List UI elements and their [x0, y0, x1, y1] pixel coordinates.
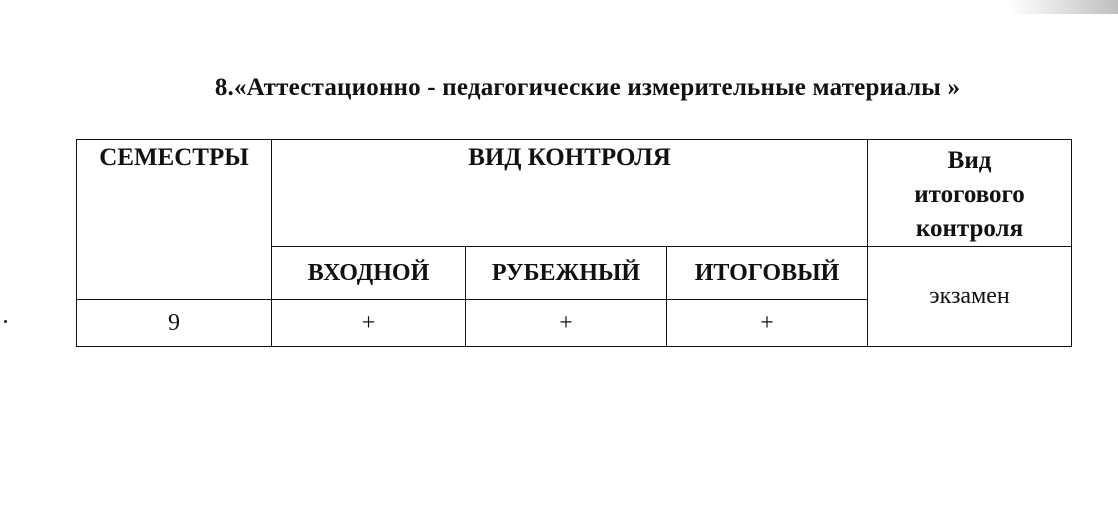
- header-final-control-line2: итогового: [914, 181, 1025, 208]
- scan-speck: [4, 320, 7, 323]
- subheader-entry: ВХОДНОЙ: [271, 246, 466, 300]
- table-subheader-row: ВХОДНОЙ РУБЕЖНЫЙ ИТОГОВЫЙ экзамен: [77, 246, 1073, 347]
- header-final-control: Вид итогового контроля: [867, 139, 1073, 247]
- cell-final-control-value: экзамен: [867, 246, 1073, 347]
- cell-midterm: +: [465, 299, 667, 347]
- cell-semester: 9: [76, 299, 272, 347]
- header-semesters: СЕМЕСТРЫ: [76, 139, 272, 300]
- section-title: 8.«Аттестационно - педагогические измери…: [214, 74, 961, 101]
- table-header-row: СЕМЕСТРЫ ВИД КОНТРОЛЯ Вид итогового конт…: [76, 139, 1073, 300]
- header-final-control-line1: Вид: [947, 147, 992, 174]
- subheader-final: ИТОГОВЫЙ: [665, 246, 869, 300]
- header-final-control-line3: контроля: [915, 215, 1024, 242]
- assessment-table: СЕМЕСТРЫ ВИД КОНТРОЛЯ Вид итогового конт…: [76, 139, 1073, 347]
- cell-entry: +: [271, 299, 466, 347]
- header-control-type: ВИД КОНТРОЛЯ: [270, 139, 869, 247]
- subheader-midterm: РУБЕЖНЫЙ: [465, 246, 667, 300]
- table-row: 9 + + +: [76, 299, 1072, 347]
- cell-final: +: [665, 299, 869, 347]
- scan-artifact: [1008, 0, 1118, 14]
